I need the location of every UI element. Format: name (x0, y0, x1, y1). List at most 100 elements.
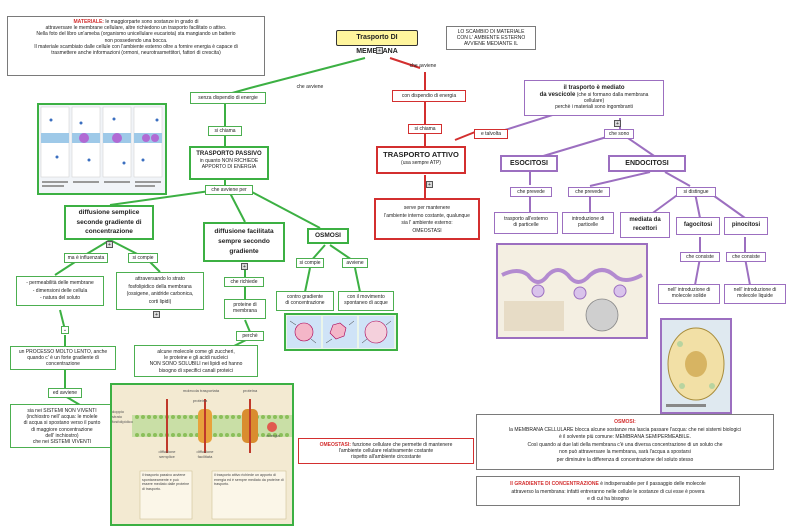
diffusione-facilitata-box: diffusione facilitata sempre secondo gra… (203, 222, 285, 262)
scambio-line: AVVIENE MEDIANTE IL (463, 41, 519, 48)
sistemi-line: (inchiostro nell' acqua: le molele (26, 414, 98, 421)
fig-caption-attivo: il trasporto attivo richiede un apporto … (214, 473, 284, 487)
liquide-line: nell' introduzione di (733, 287, 777, 293)
diff-semplice-line: diffusione semplice (78, 209, 140, 216)
movimento-line: spontaneo di acque (344, 300, 388, 307)
link-che-avviene-right: che avviene (409, 63, 437, 69)
strato-line: (ossigene, anidride carbonica, (126, 291, 194, 297)
passivo-line: in quanto NON RICHIEDE (199, 158, 259, 164)
gradiente-line: attraverso la membrana: infatti entreran… (511, 488, 705, 495)
osmosi-note-line: non può attraversare la membrana, sarà l… (559, 449, 691, 455)
intro-box: MATERIALE: le maggiorparte sono sostanze… (7, 16, 265, 76)
serve-box: serve per mantenere l'ambiente interno c… (374, 198, 480, 240)
link-che-consiste-2: che consiste (726, 252, 766, 262)
vescicole-title: il trasporto è mediato (563, 85, 625, 91)
link-si-compie-osmosi: si compie (296, 258, 324, 268)
con-dispendio-box: con dispendio di energia (392, 90, 466, 102)
sistemi-line: dell' inchiostro) (45, 432, 79, 439)
expand-icon[interactable]: + (376, 47, 383, 54)
scambio-line: CON L' AMBIENTE ESTERNO (456, 35, 526, 42)
solide-line: nell' introduzione di (667, 287, 711, 293)
intro-label: MATERIALE: (73, 19, 104, 25)
osmosi-image (284, 313, 398, 351)
lento-box: un PROCESSO MOLTO LENTO, anche quando c'… (10, 346, 116, 370)
trasporto-esterno-line: trasporto all'esterno (504, 216, 548, 222)
intro-line: Nella foto del libro un'ameba (organismo… (36, 31, 236, 38)
link-arrow: ⌄ (61, 326, 69, 334)
intro-line: le maggiorparte sono sostanze in grado d… (105, 19, 199, 25)
link-che-prevede-2: che prevede (568, 187, 610, 197)
expand-icon[interactable]: + (153, 311, 160, 318)
transport-figure: doppio strato fosfolipidico molecola tra… (110, 383, 294, 526)
serve-line: l'ambiente interno costante, qualunque (384, 212, 470, 219)
gradiente-note: Il GRADIENTE DI CONCENTRAZIONE è indispe… (476, 476, 740, 506)
passivo-title: TRASPORTO PASSIVO (196, 151, 262, 157)
esocitosi-box: ESOCITOSI (500, 155, 558, 172)
omeostasi-label: OMEOSTASI: (319, 442, 351, 448)
gradiente-line: e di cui ha bisogno (587, 496, 629, 502)
pinocitosi-box: pinocitosi (724, 217, 768, 235)
osmosi-note-line: Così quando ai due lati della membrana c… (527, 441, 723, 448)
link-si-compie: si compie (128, 253, 158, 263)
gradiente-label: Il GRADIENTE DI CONCENTRAZIONE (510, 481, 599, 487)
membrane-transport-icon (112, 385, 292, 524)
lento-line: concentrazione (46, 361, 80, 368)
link-avviene: avviene (342, 258, 368, 268)
fig-diff-semplice: diffusione semplice (158, 449, 176, 459)
attivo-line: (usa sempre ATP) (401, 160, 441, 166)
introduzione-box: introduzione di particelle (562, 212, 614, 234)
sistemi-line: sia nei SISTEMI NON VIVENTI (27, 408, 97, 414)
molecole-line: bisogno di specifici canali proteici (159, 367, 233, 374)
proteine-box: proteine di membrana (224, 299, 266, 319)
fig-energia: energia (266, 433, 280, 438)
expand-icon[interactable]: + (241, 263, 248, 270)
intro-line: non possedendo una bocca. (104, 37, 168, 44)
strato-box: attraversando lo strato fosfolipidico de… (116, 272, 204, 310)
solide-line: molecole solide (671, 293, 707, 300)
gradiente-osmosi-box: contro gradiente di concentrazione (276, 291, 334, 311)
sistemi-line: che nei SISTEMI VIVENTI (32, 439, 92, 446)
expand-icon[interactable]: + (106, 241, 113, 248)
intro-line: trasmettere anche informazioni (ormoni, … (51, 50, 221, 57)
omeostasi-line: l'ambiente cellulare relativamente costa… (338, 448, 434, 455)
introduzione-line: introduzione di (571, 216, 605, 222)
trasporto-esterno-box: trasporto all'esterno di particelle (494, 212, 558, 234)
serve-line: sia l' ambiente esterno: (401, 220, 453, 226)
solide-box: nell' introduzione di molecole solide (658, 284, 720, 304)
gradiente-osm-line: contro gradiente (286, 294, 324, 300)
diff-facilitata-line: gradiente (229, 248, 259, 255)
link-che-richiede: che richiede (224, 277, 264, 287)
expand-icon[interactable]: + (614, 120, 621, 127)
expand-icon[interactable]: + (426, 181, 433, 188)
fig-caption-passivo: il trasporto passivo avviene spontaneame… (142, 473, 190, 491)
osmosi-note-label: OSMOSI: (614, 419, 636, 425)
molecole-line: NON SONO SOLUBILI nei lipidi ed hanno (149, 361, 243, 368)
fattori-line: - dimensioni delle cellula (32, 287, 88, 294)
diff-facilitata-line: sempre secondo (218, 238, 270, 245)
osmosi-note-line: per diminuire la differenza di concentra… (556, 456, 694, 463)
vescicole-line: perchè i materiali sono ingombranti (555, 104, 633, 111)
link-si-chiama: si chiama (208, 126, 242, 136)
molecole-line: alcune molecole come gli zuccheri, (157, 349, 235, 355)
vescicole-line: cellulare) (583, 98, 605, 105)
scambio-line: LO SCAMBIO DI MATERIALE (457, 29, 525, 35)
mediata-line: recettori (632, 226, 657, 232)
molecole-line: le proteine e gli acidi nucleici (164, 355, 228, 362)
endocytosis-icon (498, 245, 646, 337)
gradiente-line: è indispensabile per il passaggio delle … (600, 481, 706, 487)
senza-dispendio-box: senza dispendio di energie (190, 92, 266, 104)
omeostasi-line: funzione cellulare che permette di mante… (352, 442, 453, 448)
link-ma-e-influenzata: ma è influenzata (64, 253, 108, 263)
endocitosi-box: ENDOCITOSI (608, 155, 686, 172)
gradiente-osm-line: di concentrazione (285, 300, 325, 307)
mediata-box: mediata da recettori (620, 212, 670, 238)
strato-line: corti lipidi) (148, 298, 172, 305)
sistemi-line: di maggiore concentrazione (31, 426, 93, 433)
sistemi-line: di acqua si spostano verso il punto (23, 420, 101, 427)
osmosi-note-line: la MEMBRANA CELLULARE blocca alcune sost… (509, 426, 741, 433)
link-e-talvolta: e talvolta (474, 129, 508, 139)
fig-proteina-2: proteina (242, 388, 258, 393)
page-title: Trasporto DI MEMBRANA (336, 30, 418, 55)
link-ed-avviene: ed avviene (48, 388, 82, 398)
